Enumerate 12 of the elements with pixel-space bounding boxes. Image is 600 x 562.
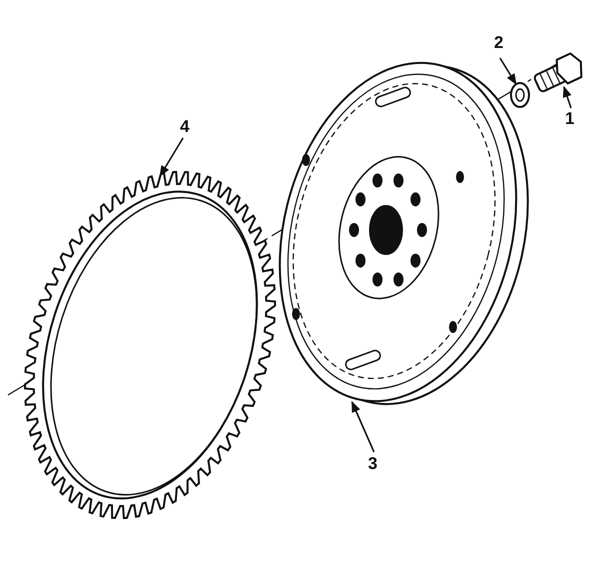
leader-arrow <box>351 400 375 452</box>
callout-number: 3 <box>368 455 378 473</box>
callout-number: 1 <box>565 110 574 128</box>
flywheel-drawing <box>278 62 529 405</box>
washer-drawing <box>510 82 530 108</box>
ring-gear-drawing <box>24 170 276 520</box>
callout-number: 4 <box>180 118 190 136</box>
leader-arrow <box>159 138 184 177</box>
leader-arrow <box>562 86 572 108</box>
leader-arrow <box>499 58 517 85</box>
callout-number: 2 <box>494 34 504 52</box>
bolt-drawing <box>532 52 582 94</box>
